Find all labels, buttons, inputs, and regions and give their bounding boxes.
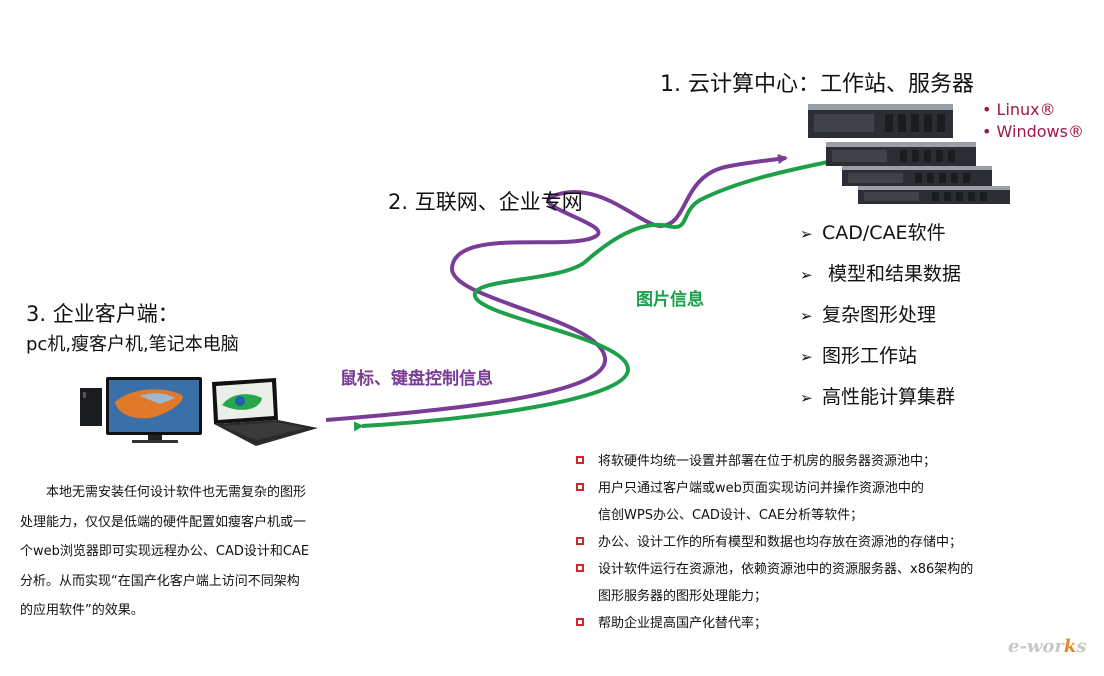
image-flow-label: 图片信息	[636, 290, 704, 310]
eworks-logo: e-works	[1008, 636, 1087, 657]
os-windows-label: • Windows®	[982, 122, 1084, 141]
arrow-bullet-icon: ➢	[800, 225, 813, 243]
feature-item: ➢复杂图形处理	[800, 304, 937, 326]
arrow-bullet-icon: ➢	[800, 348, 813, 366]
description-line: 处理能力，仅仅是低端的硬件配置如瘦客户机或一	[20, 514, 307, 530]
feature-list: ➢CAD/CAE软件 ➢ 模型和结果数据 ➢复杂图形处理 ➢图形工作站 ➢高性能…	[800, 221, 961, 426]
feature-item: ➢图形工作站	[800, 345, 918, 367]
description-paragraph: 本地无需安装任何设计软件也无需复杂的图形 处理能力，仅仅是低端的硬件配置如瘦客户…	[20, 478, 360, 626]
network-title: 2. 互联网、企业专网	[388, 190, 583, 214]
feature-item: ➢高性能计算集群	[800, 386, 956, 408]
square-bullet-icon	[576, 537, 584, 545]
note-continuation: 图形服务器的图形处理能力；	[598, 589, 768, 604]
arrow-bullet-icon: ➢	[800, 266, 813, 284]
square-bullet-icon	[576, 618, 584, 626]
square-bullet-icon	[576, 564, 584, 572]
note-item: 帮助企业提高国产化替代率；	[576, 610, 1056, 637]
arrow-bullet-icon: ➢	[800, 389, 813, 407]
description-line: 分析。从而实现“在国产化客户端上访问不同架构	[20, 573, 300, 589]
notes-list: 将软硬件均统一设置并部署在位于机房的服务器资源池中； 用户只通过客户端或web页…	[576, 448, 1056, 637]
mouse-keyboard-flow-path	[325, 154, 788, 422]
note-item: 将软硬件均统一设置并部署在位于机房的服务器资源池中；	[576, 448, 1056, 475]
os-linux-label: • Linux®	[982, 100, 1056, 119]
image-flow-path	[353, 160, 829, 432]
monitor-icon	[106, 377, 202, 443]
feature-item: ➢CAD/CAE软件	[800, 222, 946, 244]
client-subtitle: pc机,瘦客户机,笔记本电脑	[26, 334, 239, 355]
description-line: 的应用软件”的效果。	[20, 603, 144, 618]
note-continuation: 信创WPS办公、CAD设计、CAE分析等软件；	[598, 508, 864, 523]
client-title: 3. 企业客户端：	[26, 302, 179, 326]
laptop-icon	[212, 378, 318, 446]
note-item: 用户只通过客户端或web页面实现访问并操作资源池中的	[576, 475, 1056, 502]
square-bullet-icon	[576, 456, 584, 464]
description-line: 本地无需安装任何设计软件也无需复杂的图形	[20, 485, 307, 500]
cloud-center-title: 1. 云计算中心：工作站、服务器	[660, 72, 974, 97]
note-item: 办公、设计工作的所有模型和数据也均存放在资源池的存储中；	[576, 529, 1056, 556]
mouse-keyboard-flow-label: 鼠标、键盘控制信息	[340, 369, 493, 389]
server-rack-icon	[808, 104, 1010, 204]
pc-tower-icon	[80, 388, 102, 426]
description-line: 个web浏览器即可实现远程办公、CAD设计和CAE	[20, 544, 310, 559]
note-item: 设计软件运行在资源池，依赖资源池中的资源服务器、x86架构的	[576, 556, 1056, 583]
feature-item: ➢ 模型和结果数据	[800, 263, 962, 285]
arrow-bullet-icon: ➢	[800, 307, 813, 325]
square-bullet-icon	[576, 483, 584, 491]
